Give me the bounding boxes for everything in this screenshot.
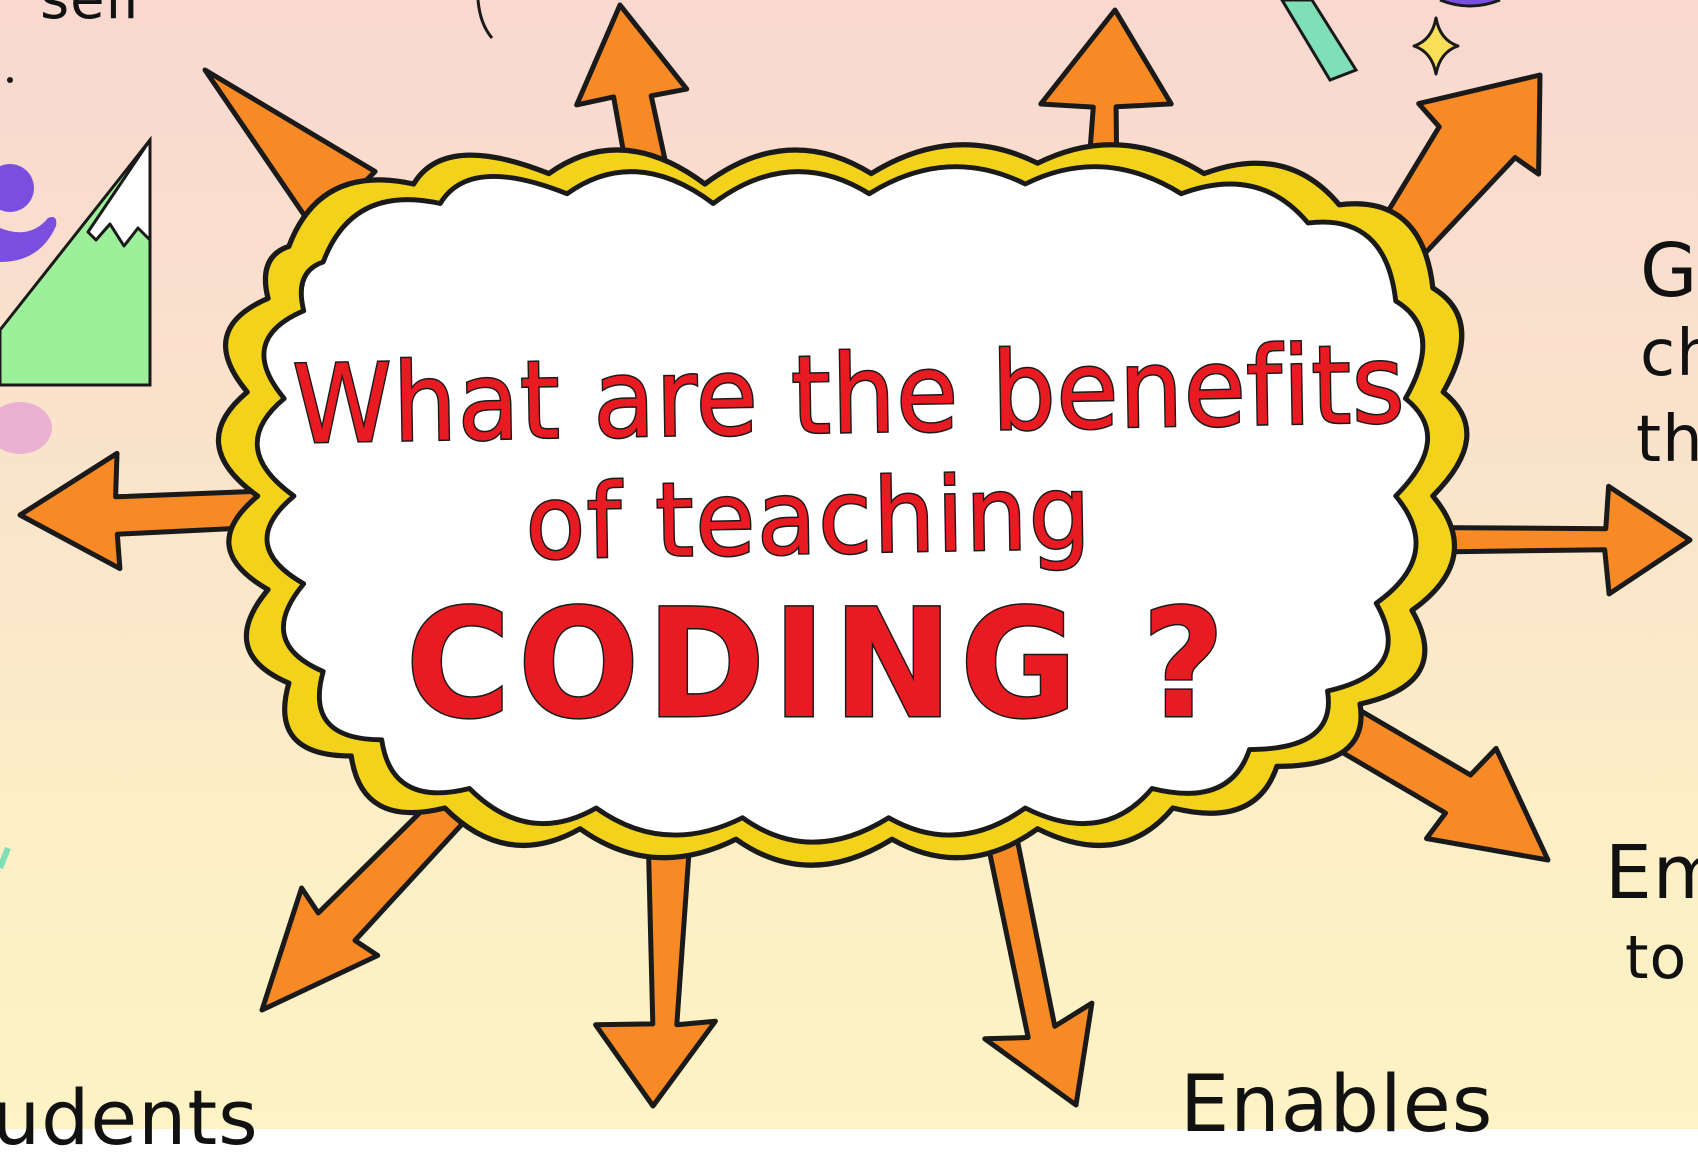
teal-mark-icon	[0, 846, 11, 870]
snow-cap-icon	[86, 138, 152, 248]
title-line-3: CODING ?	[404, 578, 1233, 752]
side-text-right-upper-2: ch	[1640, 317, 1698, 391]
arrow-down-left-icon	[259, 779, 477, 1013]
mountain-doodle-icon	[0, 135, 152, 454]
side-text-right-lower-2: to	[1625, 923, 1688, 993]
side-text-right-upper-1: Gi	[1640, 228, 1698, 314]
pink-smudge-icon	[0, 402, 52, 454]
dot-icon	[7, 77, 13, 83]
arrow-down-2-icon	[982, 830, 1095, 1108]
arrow-down-1-icon	[593, 835, 718, 1109]
doodle-scene	[0, 0, 1693, 1109]
title-line-1: What are the benefits	[290, 321, 1407, 470]
side-text-right-upper-3: th	[1636, 403, 1698, 477]
top-right-doodles-icon	[0, 0, 1501, 870]
pencil-icon	[1280, 0, 1359, 82]
sparkle-star-icon	[1412, 16, 1460, 76]
side-text-right-lower-1: Em	[1605, 830, 1698, 916]
side-text-bottom-right: Enables	[1180, 1060, 1494, 1150]
purple-shape-icon	[1439, 0, 1501, 8]
benefit-arrows	[17, 2, 1693, 1109]
top-doodle-line-icon	[476, 0, 494, 39]
side-text-top-left: self	[40, 0, 143, 28]
climber-person-icon	[0, 164, 57, 262]
side-text-bottom-left: udents	[0, 1073, 259, 1162]
